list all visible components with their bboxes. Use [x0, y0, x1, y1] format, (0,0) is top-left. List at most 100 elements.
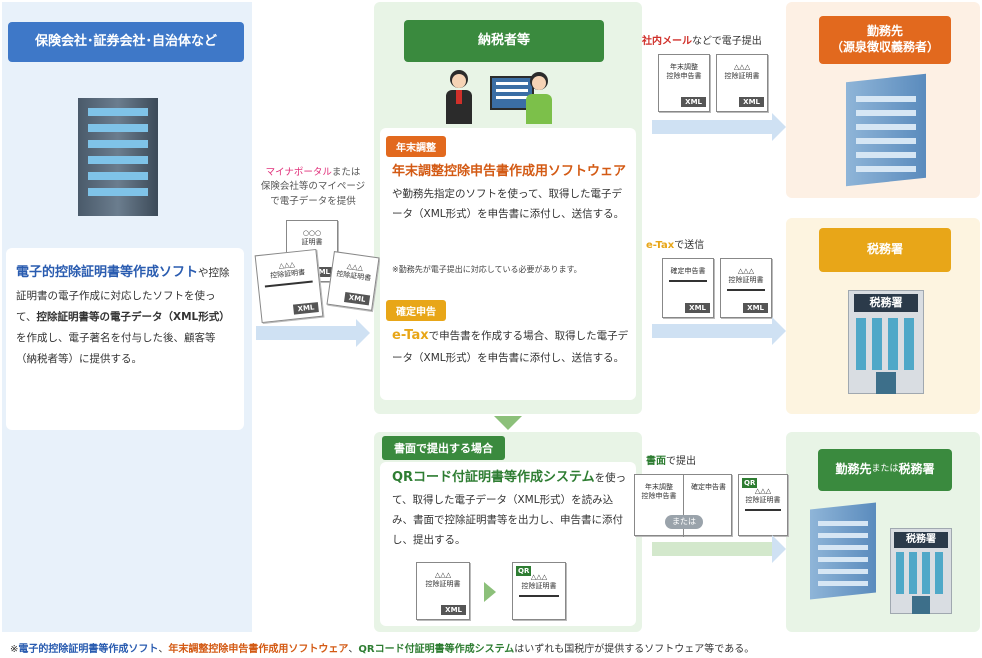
- doc-cert-label: 控除証明書: [269, 268, 306, 280]
- qr-certificate-document: QR △△△控除証明書: [512, 562, 566, 620]
- footer-sep-2: 、: [348, 644, 359, 655]
- footer-mark: ※: [10, 644, 19, 655]
- paper-card: QRコード付証明書等作成システムを使って、取得した電子データ（XML形式）を読み…: [380, 462, 636, 626]
- footer-rest: はいずれも国税庁が提供するソフトウェア等である。: [514, 644, 755, 655]
- qr-badge: QR: [742, 478, 758, 488]
- office-building-icon: [78, 98, 158, 216]
- footer-software-3: QRコード付証明書等作成システム: [358, 644, 515, 655]
- arrow-to-employer: [652, 113, 786, 141]
- doc-cert-label: 控除証明書: [724, 72, 760, 81]
- doc-triangles: △△△: [754, 487, 772, 495]
- paper-submission-tag: 書面で提出する場合: [382, 436, 505, 460]
- doc-cert-label: 控除証明書: [728, 276, 764, 285]
- convert-arrow-icon: [484, 582, 496, 602]
- doc-final-return-label: 確定申告書: [691, 483, 726, 491]
- doc-triangles: △△△: [434, 571, 452, 579]
- route-paper: 書面: [646, 456, 666, 467]
- footer-software-1: 電子的控除証明書等作成ソフト: [18, 644, 159, 655]
- transfer-label: マイナポータルまたは 保険会社等のマイページ で電子データを提供: [254, 166, 372, 209]
- year-end-tag: 年末調整: [386, 136, 446, 157]
- employer-building-icon: [810, 502, 876, 600]
- xml-badge: XML: [681, 97, 706, 107]
- transfer-mypage: 保険会社等のマイページ: [260, 181, 366, 193]
- certificate-document: △△△控除証明書 XML: [716, 54, 768, 112]
- etax-name: e-Tax: [392, 328, 429, 343]
- qr-badge: QR: [516, 566, 532, 576]
- transfer-provide: で電子データを提供: [270, 195, 356, 207]
- or-label: または: [871, 464, 899, 475]
- xml-badge: XML: [309, 267, 334, 277]
- arrow-to-employer-or-tax: [652, 535, 786, 563]
- paper-body: を使って、取得した電子データ（XML形式）を読み込み、書面で控除証明書等を出力し…: [392, 472, 627, 546]
- down-arrow: [494, 416, 522, 430]
- issuer-body-2: を作成し、電子著名を付与した後、顧客等（納税者等）に提供する。: [16, 332, 216, 365]
- xml-badge: XML: [293, 302, 319, 315]
- route-label-paper: 書面で提出: [646, 452, 696, 467]
- route-etax: e-Tax: [646, 240, 675, 251]
- combined-forms-document: 年末調整 控除申告書 確定申告書 または: [634, 474, 732, 537]
- doc-triangles: △△△: [737, 267, 755, 275]
- issuer-description-card: 電子的控除証明書等作成ソフトや控除証明書の電子作成に対応したソフトを使って、控除…: [6, 248, 244, 430]
- route-label-internal-mail: 社内メールなどで電子提出: [642, 32, 762, 47]
- footer-note: ※電子的控除証明書等作成ソフト、年末調整控除申告書作成用ソフトウェア、QRコード…: [10, 640, 975, 655]
- doc-cert-label: 控除証明書: [335, 269, 372, 283]
- issuer-software-name: 電子的控除証明書等作成ソフト: [16, 265, 199, 280]
- doc-cert-label: 控除証明書: [425, 580, 461, 589]
- issuer-body-1: や控除証明書の電子作成に対応したソフトを使って、: [16, 267, 230, 323]
- qr-certificate-document: QR △△△控除証明書: [738, 474, 788, 536]
- doc-triangles: △△△: [530, 573, 548, 581]
- final-return-tag: 確定申告: [386, 300, 446, 321]
- xml-badge: XML: [743, 303, 768, 313]
- final-return-body: で申告書を作成する場合、取得した電子データ（XML形式）を申告書に添付し、送信す…: [392, 330, 629, 364]
- doc-year-end-label: 年末調整 控除申告書: [641, 483, 677, 501]
- doc-line: [669, 280, 707, 283]
- paper-description: QRコード付証明書等作成システムを使って、取得した電子データ（XML形式）を読み…: [392, 466, 628, 551]
- employer-label: 勤務先: [835, 462, 872, 477]
- xml-badge: XML: [441, 605, 466, 615]
- certificate-document: △△△控除証明書 XML: [326, 251, 380, 311]
- qr-system-name: QRコード付証明書等作成システム: [392, 470, 595, 485]
- certificate-document: △△△控除証明書 XML: [254, 248, 324, 324]
- year-end-description: 年末調整控除申告書作成用ソフトウェアや勤務先指定のソフトを使って、取得した電子デ…: [392, 160, 630, 225]
- doc-cert-label: 控除証明書: [745, 496, 781, 505]
- doc-line: [264, 280, 313, 288]
- doc-year-end-label: 年末調整 控除申告書: [666, 63, 702, 81]
- doc-cert-label: 控除証明書: [521, 582, 557, 591]
- taxpayer-header: 納税者等: [404, 20, 604, 62]
- doc-line: [519, 595, 559, 598]
- doc-cert-label: 証明書: [301, 238, 323, 247]
- people-with-computer-icon: [444, 70, 554, 126]
- tax-office-building-icon: 税務署: [890, 528, 952, 614]
- doc-final-return-label: 確定申告書: [670, 267, 706, 275]
- tax-office-header: 税務署: [819, 228, 951, 272]
- xml-badge: XML: [739, 97, 764, 107]
- year-end-form-document: 年末調整 控除申告書 XML: [658, 54, 710, 112]
- transfer-or: または: [331, 167, 361, 178]
- doc-line: [727, 289, 765, 292]
- certificate-document: △△△控除証明書 XML: [416, 562, 470, 620]
- xml-badge: XML: [685, 303, 710, 313]
- or-badge: または: [665, 515, 703, 529]
- doc-triangles: △△△: [733, 63, 751, 71]
- issuer-header: 保険会社･証券会社･自治体など: [8, 22, 244, 62]
- year-end-note: ※勤務先が電子提出に対応している必要があります。: [392, 265, 582, 274]
- xml-badge: XML: [344, 292, 371, 306]
- route-etax-rest: で送信: [674, 240, 705, 251]
- tax-office-sign: 税務署: [894, 532, 948, 548]
- taxpayer-card: 年末調整 年末調整控除申告書作成用ソフトウェアや勤務先指定のソフトを使って、取得…: [380, 128, 636, 400]
- year-end-body: や勤務先指定のソフトを使って、取得した電子データ（XML形式）を申告書に添付し、…: [392, 187, 625, 220]
- tax-office-label: 税務署: [898, 462, 935, 477]
- final-return-description: e-Taxで申告書を作成する場合、取得した電子データ（XML形式）を申告書に添付…: [392, 324, 630, 369]
- arrow-to-tax-office: [652, 317, 786, 345]
- certificate-document: △△△控除証明書 XML: [720, 258, 772, 318]
- year-end-software-name: 年末調整控除申告書作成用ソフトウェア: [392, 164, 627, 179]
- employer-header: 勤務先 （源泉徴収義務者）: [819, 16, 951, 64]
- arrow-issuer-to-taxpayer: [256, 319, 370, 347]
- route-internal-mail: 社内メール: [642, 36, 692, 47]
- footer-sep-1: 、: [158, 644, 169, 655]
- transfer-mynaportal: マイナポータル: [265, 167, 332, 178]
- route-internal-mail-rest: などで電子提出: [692, 36, 762, 47]
- final-return-document: 確定申告書 XML: [662, 258, 714, 318]
- route-paper-rest: で提出: [666, 456, 696, 467]
- tax-office-sign: 税務署: [854, 294, 918, 312]
